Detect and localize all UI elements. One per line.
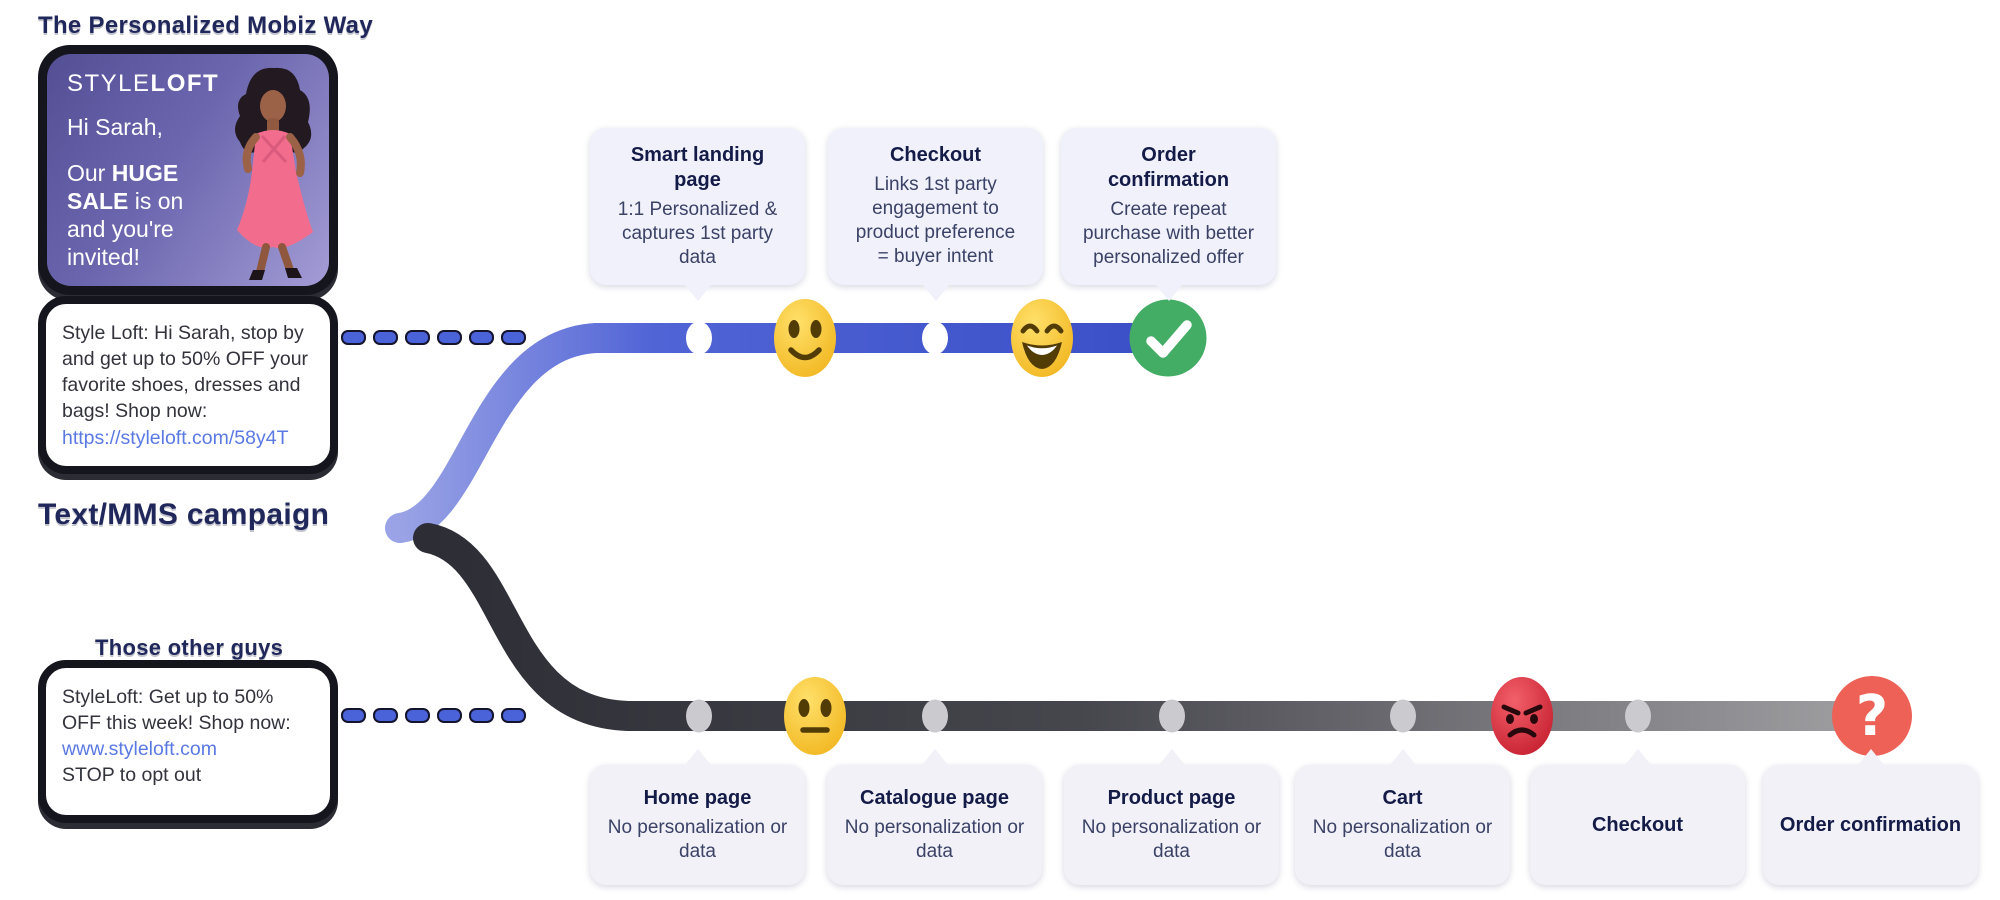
dash (373, 330, 398, 345)
tooltip-title: Order confirmation (1779, 813, 1962, 836)
tooltip-body: Create repeat purchase with better perso… (1082, 199, 1255, 269)
question-mark-icon: ? (1832, 676, 1912, 756)
personalized-path-band (385, 323, 1183, 543)
tooltip-title: Home page (643, 786, 752, 809)
dash (501, 330, 526, 345)
ad-greeting: Hi Sarah, (67, 114, 163, 140)
tooltip-body: No personalization or data (607, 816, 788, 862)
offer-pre: Our (67, 160, 112, 186)
tooltip-body: No personalization or data (1312, 816, 1493, 862)
path-dot-marker (1390, 699, 1416, 733)
sms-link[interactable]: www.styleloft.com (62, 738, 217, 761)
sms-footer: STOP to opt out (62, 764, 202, 787)
path-dot-marker (1625, 699, 1651, 733)
tooltip-cart: Cart No personalization or data (1295, 765, 1510, 885)
ad-copy: STYLELOFT Hi Sarah, Our HUGE SALE is on … (67, 70, 219, 271)
tooltip-catalogue-page: Catalogue page No personalization or dat… (827, 765, 1042, 885)
slightly-smiling-emoji (774, 299, 836, 377)
generic-sms-bubble: StyleLoft: Get up to 50% OFF this week! … (38, 660, 338, 823)
tooltip-checkout-generic: Checkout (1530, 765, 1745, 885)
brand-bold: LOFT (150, 70, 220, 97)
dash (469, 330, 494, 345)
mms-ad-card: STYLELOFT Hi Sarah, Our HUGE SALE is on … (38, 45, 338, 295)
generic-path-band (413, 523, 1887, 731)
path-dot-marker (922, 321, 948, 355)
dash (341, 708, 366, 723)
tooltip-checkout-personalized: Checkout Links 1st party engagement to p… (828, 128, 1043, 285)
ad-offer: Our HUGE SALE is on and you're invited! (67, 159, 209, 271)
sms-body: StyleLoft: Get up to 50% OFF this week! … (62, 686, 291, 735)
tooltip-home-page: Home page No personalization or data (590, 765, 805, 885)
dash (437, 708, 462, 723)
tooltip-title: Catalogue page (860, 786, 1009, 809)
model-in-pink-dress-illustration (235, 67, 313, 280)
path-dot-marker (922, 699, 948, 733)
neutral-emoji (784, 677, 846, 755)
tooltip-order-confirmation-generic: Order confirmation (1763, 765, 1978, 885)
path-dot-marker (686, 321, 712, 355)
tooltip-product-page: Product page No personalization or data (1064, 765, 1279, 885)
dash (341, 330, 366, 345)
bottom-journey-title: Those other guys (95, 635, 284, 660)
offer-bold: HUGE SALE (67, 160, 179, 215)
dash (501, 708, 526, 723)
tooltip-title: Smart landing page (630, 144, 765, 191)
tooltip-smart-landing-page: Smart landing page 1:1 Personalized & ca… (590, 128, 805, 286)
tooltip-title: Product page (1107, 786, 1236, 809)
mms-ad-screen: STYLELOFT Hi Sarah, Our HUGE SALE is on … (47, 54, 329, 286)
check-icon (1129, 299, 1207, 377)
tooltip-title: Cart (1382, 786, 1423, 809)
brand-light: STYLE (67, 70, 151, 97)
top-dashed-connector (341, 330, 526, 345)
tooltip-title: Checkout (889, 144, 982, 166)
tooltip-title: Checkout (1591, 813, 1684, 836)
dash (373, 708, 398, 723)
dash (405, 330, 430, 345)
svg-text:?: ? (1856, 684, 1888, 749)
bottom-dashed-connector (341, 708, 526, 723)
personalized-sms-bubble: Style Loft: Hi Sarah, stop by and get up… (38, 296, 338, 474)
dash (405, 708, 430, 723)
dash (469, 708, 494, 723)
path-dot-marker (686, 699, 712, 733)
tooltip-body: Links 1st party engagement to product pr… (855, 174, 1016, 268)
tooltip-order-confirmation-personalized: Order confirmation Create repeat purchas… (1061, 128, 1276, 286)
tooltip-title: Order confirmation (1107, 144, 1230, 191)
tooltip-body: No personalization or data (844, 816, 1025, 862)
tooltip-body: 1:1 Personalized & captures 1st party da… (617, 199, 778, 269)
sms-link[interactable]: https://styleloft.com/58y4T (62, 426, 289, 449)
dash (437, 330, 462, 345)
offer-post: is on and you're invited! (67, 188, 184, 271)
campaign-label: Text/MMS campaign (38, 498, 330, 531)
tooltip-body: No personalization or data (1081, 816, 1262, 862)
grinning-emoji (1011, 299, 1073, 377)
path-dot-marker (1159, 699, 1185, 733)
sms-body: Style Loft: Hi Sarah, stop by and get up… (62, 322, 309, 423)
brand-logo: STYLELOFT (67, 70, 219, 98)
angry-emoji (1491, 677, 1553, 755)
top-journey-title: The Personalized Mobiz Way (38, 12, 373, 39)
